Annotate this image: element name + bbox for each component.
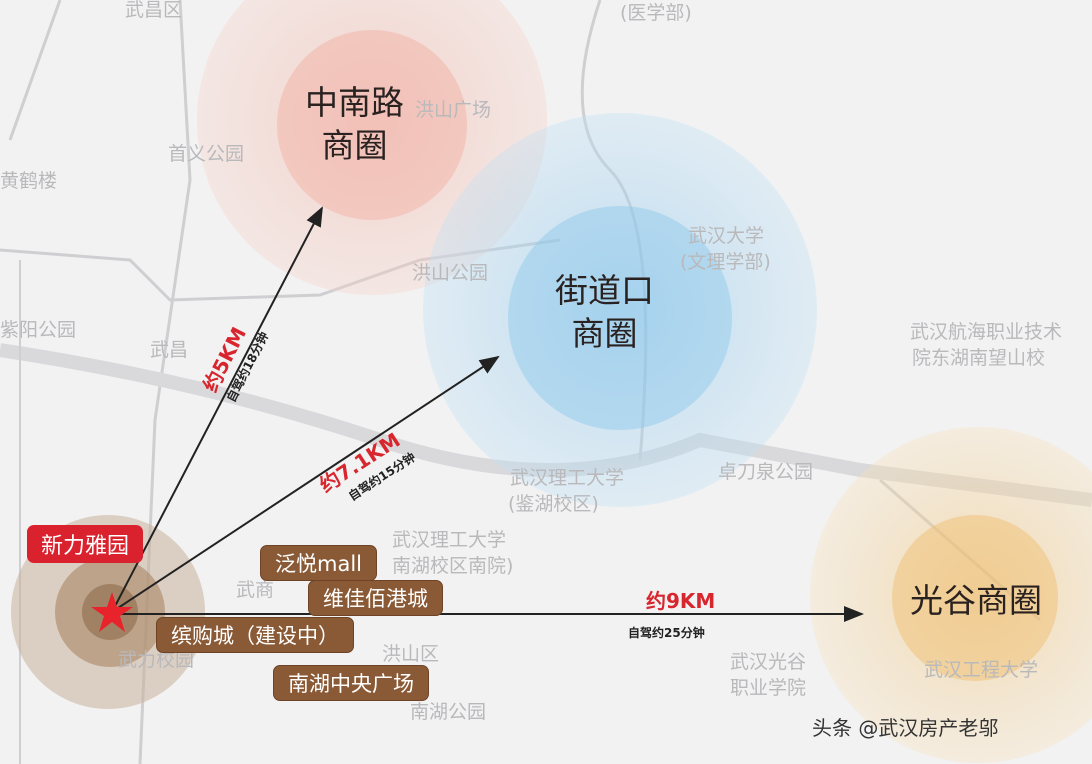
- map-label: 洪山广场: [415, 99, 492, 121]
- map-label: 武汉工程大学: [924, 659, 1039, 681]
- mall-tag[interactable]: 南湖中央广场: [273, 665, 429, 701]
- map-label: 武昌区: [125, 0, 183, 21]
- map-label: 洪山区: [382, 643, 440, 665]
- mall-tag[interactable]: 维佳佰港城: [308, 580, 443, 616]
- map-label: 武汉理工大学: [510, 467, 625, 489]
- route-arrow-zhongnanlu: [111, 206, 323, 613]
- map-label: 武汉大学: [688, 225, 765, 247]
- route-arrow-jiedaokou: [111, 355, 500, 613]
- map-label: 南湖公园: [410, 701, 487, 723]
- map-label: 南湖校区南院): [392, 555, 514, 577]
- route-distance-guanggu: 约9KM: [646, 589, 716, 613]
- map-label: 武力校园: [118, 649, 195, 671]
- map-label: 职业学院: [730, 677, 807, 699]
- mall-tag[interactable]: 泛悦mall: [260, 545, 377, 581]
- map-label: 卓刀泉公园: [718, 461, 814, 483]
- star-marker-icon[interactable]: [91, 592, 133, 632]
- project-label[interactable]: 新力雅园: [27, 525, 144, 563]
- map-label: (医学部): [620, 2, 692, 24]
- zone-guanggu[interactable]: [810, 427, 1092, 763]
- zone-label-guanggu: 光谷商圈: [910, 581, 1042, 620]
- mall-tag[interactable]: 缤购城（建设中）: [156, 617, 354, 653]
- zone-label-zhongnanlu: 中南路 商圈: [305, 83, 404, 165]
- map-label: 院东湖南望山校: [912, 347, 1046, 369]
- zone-jiedaokou[interactable]: [423, 113, 817, 507]
- map-label: (鉴湖校区): [508, 493, 599, 515]
- map-label: 武昌: [150, 339, 189, 361]
- map-label: 首义公园: [168, 143, 245, 165]
- route-drive-time-guanggu: 自驾约25分钟: [628, 626, 705, 640]
- map-label: 武商: [236, 579, 275, 601]
- zone-label-jiedaokou: 街道口 商圈: [555, 271, 654, 353]
- watermark: 头条 @武汉房产老邬: [812, 716, 999, 740]
- map-label: 黄鹤楼: [0, 170, 58, 192]
- map-label: 武汉理工大学: [392, 529, 507, 551]
- map-label: 武汉光谷: [730, 651, 807, 673]
- map-label: 武汉航海职业技术: [910, 321, 1063, 343]
- map-label: 洪山公园: [412, 262, 489, 284]
- map-label: (文理学部): [680, 251, 771, 273]
- map-label: 紫阳公园: [0, 319, 77, 341]
